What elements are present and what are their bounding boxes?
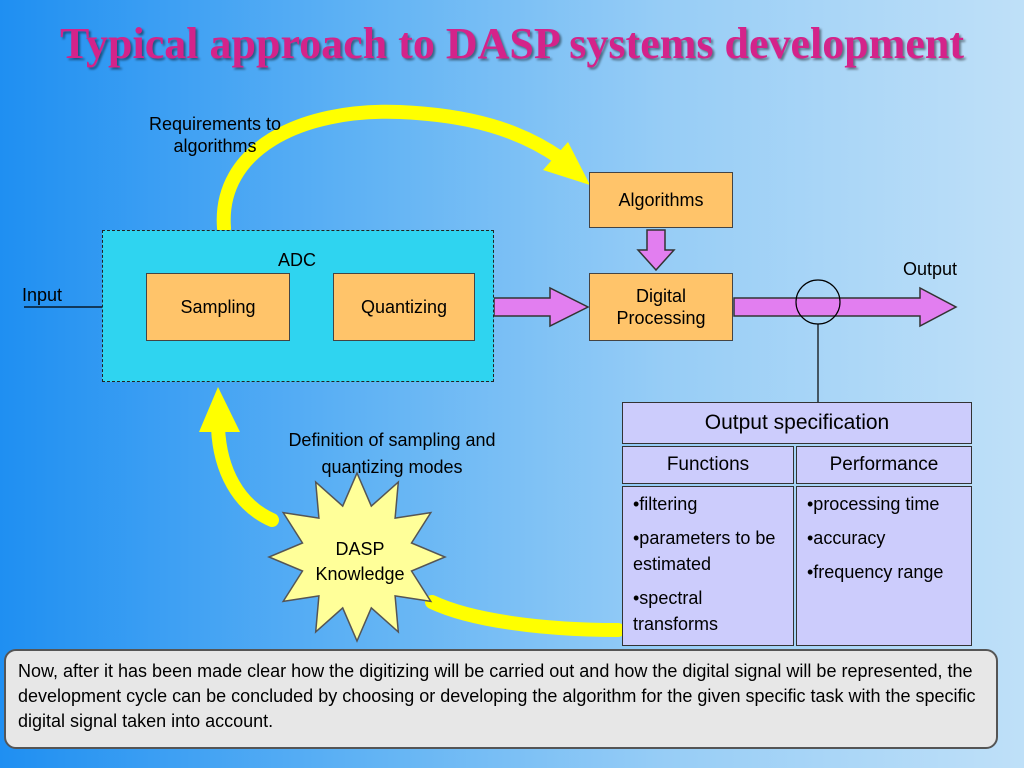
output-label: Output: [902, 259, 958, 279]
functions-header: Functions: [622, 446, 794, 484]
input-label: Input: [22, 285, 63, 305]
digital-processing-box: Digital Processing: [589, 273, 733, 341]
output-spec-table: Output specification Functions Performan…: [622, 402, 972, 646]
adc-label: ADC: [277, 250, 316, 270]
requirements-arrowhead: [543, 142, 590, 185]
quantizing-box: Quantizing: [333, 273, 475, 341]
performance-header: Performance: [796, 446, 972, 484]
functions-item: •parameters to be estimated: [633, 528, 776, 574]
page-title: Typical approach to DASP systems develop…: [59, 19, 965, 68]
algorithms-box: Algorithms: [589, 172, 733, 228]
explanation-note: Now, after it has been made clear how th…: [4, 649, 998, 749]
functions-list: •filtering •parameters to be estimated •…: [622, 486, 794, 646]
performance-item: •frequency range: [807, 562, 944, 582]
quantizing-to-processing-arrow: [493, 286, 590, 328]
sampling-box-label: Sampling: [180, 297, 256, 317]
algorithms-box-label: Algorithms: [618, 190, 704, 210]
knowledge-curve-arrow: [211, 421, 625, 637]
performance-list: •processing time •accuracy •frequency ra…: [796, 486, 972, 646]
dasp-knowledge-star: [267, 471, 447, 643]
sampling-box: Sampling: [146, 273, 290, 341]
knowledge-arrowhead: [199, 387, 240, 432]
quantizing-box-label: Quantizing: [360, 297, 448, 317]
output-arrow: [733, 286, 958, 328]
functions-item: •filtering: [633, 494, 698, 514]
performance-item: •processing time: [807, 494, 940, 514]
requirements-curve-arrow: [216, 104, 567, 235]
functions-item: •spectral transforms: [633, 588, 719, 634]
algorithms-to-processing-arrow: [636, 229, 676, 272]
output-spec-header: Output specification: [622, 402, 972, 444]
dasp-knowledge-label: DASP Knowledge: [315, 539, 405, 584]
requirements-label: Requirements to algorithms: [148, 114, 282, 156]
definition-label: Definition of sampling and quantizing mo…: [288, 430, 496, 477]
performance-item: •accuracy: [807, 528, 886, 548]
digital-processing-box-label: Digital Processing: [616, 286, 706, 328]
